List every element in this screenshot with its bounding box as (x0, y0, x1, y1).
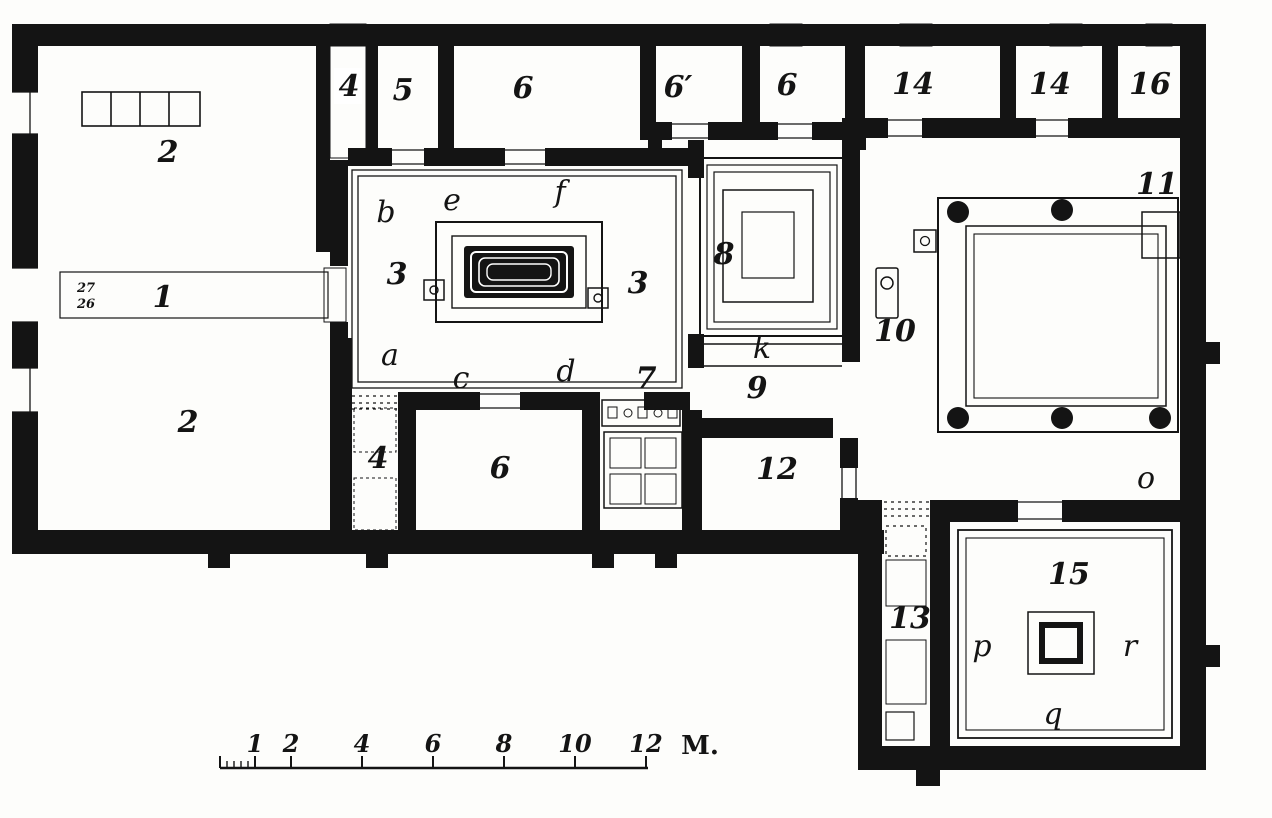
label-letter-r: r (1123, 629, 1139, 664)
room-labels: 2 1 27 26 2 4 5 6 6′ 6 14 14 16 b e f 3 … (76, 67, 1178, 732)
atrium-border (351, 169, 683, 389)
label-letter-p: p (972, 629, 991, 664)
label-room-8: 8 (713, 237, 735, 272)
label-room-11: 11 (1136, 167, 1178, 202)
label-room-5: 5 (393, 73, 414, 108)
label-room-14-b: 14 (1029, 67, 1071, 102)
column (1149, 407, 1171, 429)
scale-tick-10: 10 (558, 729, 592, 758)
label-letter-q: q (1043, 697, 1062, 732)
counter-room-2 (81, 91, 201, 127)
walls (12, 24, 1220, 786)
tablinum-mosaic (699, 157, 845, 367)
feature-11 (1141, 211, 1181, 259)
column (1051, 407, 1073, 429)
scale-tick-8: 8 (495, 729, 513, 758)
column (947, 201, 969, 223)
label-room-6-upper: 6 (513, 71, 534, 106)
scale-unit-label: M. (681, 731, 719, 761)
column (947, 407, 969, 429)
column (1051, 199, 1073, 221)
impluvium (423, 221, 609, 323)
label-room-9: 9 (747, 371, 768, 406)
label-letter-o: o (1137, 461, 1155, 496)
label-letter-b: b (376, 195, 395, 230)
label-door-27: 27 (76, 281, 95, 296)
label-room-16: 16 (1129, 67, 1171, 102)
label-room-6-prime: 6′ (664, 70, 693, 105)
label-stair-4-upper: 4 (339, 69, 360, 104)
cistern-10 (875, 267, 899, 319)
scale-tick-4: 4 (354, 729, 371, 758)
room-15-detail (957, 529, 1173, 739)
scale-tick-6: 6 (425, 729, 442, 758)
peristyle (875, 197, 1181, 433)
label-letter-k: k (753, 331, 771, 366)
fauces-detail (59, 267, 347, 323)
scale-tick-1: 1 (247, 729, 264, 758)
scale-tick-2: 2 (282, 729, 300, 758)
label-room-14-a: 14 (892, 67, 934, 102)
door-thresholds (12, 91, 1068, 520)
label-room-1: 1 (153, 280, 174, 315)
label-letter-c: c (453, 361, 470, 396)
label-room-6-upper2: 6 (777, 68, 798, 103)
label-door-26: 26 (76, 297, 95, 312)
mosaic-room-7 (601, 399, 683, 509)
label-room-7: 7 (636, 361, 657, 396)
pier (913, 229, 937, 253)
staircase-13 (885, 525, 927, 741)
label-letter-f: f (552, 175, 570, 210)
label-letter-d: d (556, 354, 575, 389)
staircase-4-upper (329, 45, 367, 159)
label-room-10: 10 (874, 314, 916, 349)
label-room-13: 13 (889, 601, 931, 636)
label-room-2-lower: 2 (177, 405, 199, 440)
label-letter-a: a (381, 338, 399, 373)
label-room-15: 15 (1048, 557, 1090, 592)
label-room-12: 12 (756, 452, 798, 487)
label-letter-e: e (443, 183, 461, 218)
label-atrium-3-left: 3 (387, 257, 408, 292)
scale-tick-12: 12 (629, 729, 662, 758)
scale-bar: 1 2 4 6 8 10 12 M. (219, 729, 719, 770)
label-atrium-3-right: 3 (628, 266, 649, 301)
label-stair-4-lower: 4 (368, 441, 389, 476)
label-room-6-lower: 6 (490, 451, 511, 486)
staircase-4-lower (353, 407, 397, 531)
label-room-2-upper: 2 (157, 135, 179, 170)
